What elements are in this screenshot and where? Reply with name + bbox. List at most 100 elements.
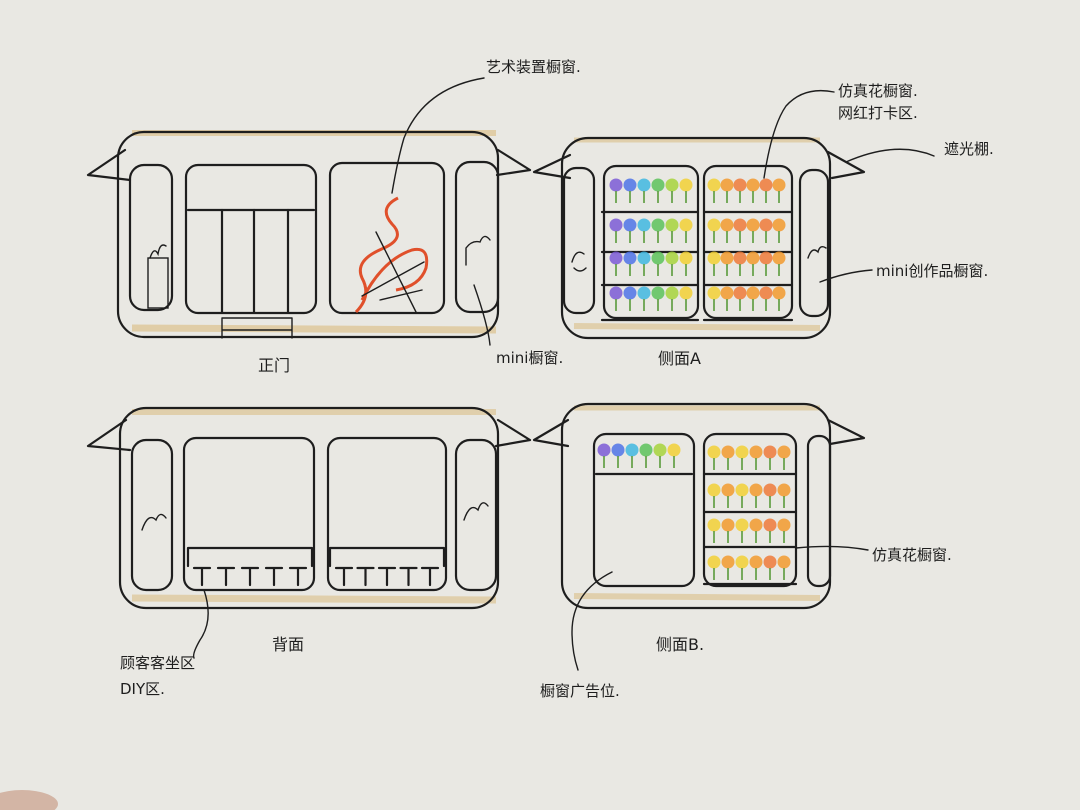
front-art-window-label: 艺术装置橱窗. [486,58,581,76]
flower-icon [651,286,665,311]
flower-icon [609,178,623,203]
stool-icon [334,566,354,587]
finger-shadow [0,790,58,810]
front-art-leader [391,77,485,194]
side-b-flower-leader [795,545,869,551]
side-b-ad-window-label: 橱窗广告位. [540,682,620,700]
flower-icon [720,286,734,311]
back-right-ornament-icon [463,502,489,521]
flower-icon [777,518,791,543]
flower-icon [707,518,721,543]
flower-icon [749,555,763,580]
side-a-mini-leader [819,269,873,283]
flower-icon [597,443,611,468]
stool-icon [288,566,308,587]
front-door-step [221,317,293,339]
flower-icon [763,518,777,543]
flower-icon [611,443,625,468]
side-a-caption: 侧面A [658,349,701,368]
flower-icon [707,178,721,203]
side-a-right-ornament-icon [807,245,827,259]
flower-icon [772,251,786,276]
flower-icon [772,286,786,311]
side-b-flower-shelves [597,443,798,586]
flower-icon [637,251,651,276]
flower-icon [707,286,721,311]
flower-icon [749,445,763,470]
front-left-pillar [128,163,174,312]
art-installation-icon [354,196,429,314]
flower-icon [609,286,623,311]
flower-icon [759,218,773,243]
flower-icon [653,443,667,468]
flower-icon [746,286,760,311]
flower-icon [679,218,693,243]
side-a-facade-outline [560,136,832,340]
front-left-mini-ornament-icon [149,244,167,259]
flower-icon [651,218,665,243]
flower-icon [679,251,693,276]
flower-icon [772,178,786,203]
side-a-left-mini-window [562,166,596,315]
back-left-mini-window [130,438,174,592]
front-right-mini-ornament-icon [465,235,491,266]
flower-icon [707,218,721,243]
front-door-frame [184,163,318,315]
side-a-flower-shelves [600,178,794,322]
flower-icon [665,286,679,311]
flower-icon [720,218,734,243]
flower-icon [721,483,735,508]
flower-icon [665,251,679,276]
flower-icon [763,445,777,470]
front-caption: 正门 [258,356,290,375]
side-a-flower-window-right [702,164,794,320]
flower-icon [609,251,623,276]
front-mini-window [454,160,500,314]
flower-icon [720,178,734,203]
front-door-panels [220,208,290,314]
back-awning-left [86,418,132,452]
flower-icon [735,445,749,470]
flower-icon [763,555,777,580]
flower-icon [667,443,681,468]
stool-icon [399,566,418,587]
flower-icon [651,178,665,203]
back-seating-leader [192,589,209,659]
side-b-awning-right [826,418,866,446]
side-b-caption: 侧面B. [656,635,704,654]
side-a-left-ornament-icon [571,251,587,272]
flower-icon [777,555,791,580]
back-seating-window-right [326,436,448,592]
side-a-right-mini-window [798,168,830,318]
side-b-awning-left [532,418,570,448]
side-b-view: 侧面B. 仿真花橱窗. 橱窗广告位. [532,402,952,700]
flower-icon [733,251,747,276]
side-a-awning-left [532,153,572,180]
side-a-mini-works-label: mini创作品橱窗. [876,262,988,280]
flower-icon [772,218,786,243]
flower-icon [609,218,623,243]
flower-icon [746,178,760,203]
side-a-flower-leader [763,89,835,179]
flower-icon [637,218,651,243]
stool-icon [356,566,375,587]
stool-icon [216,566,236,587]
flower-icon [707,445,721,470]
front-awning-left [86,148,132,182]
flower-icon [721,518,735,543]
back-caption: 背面 [272,635,304,654]
flower-icon [759,286,773,311]
side-b-ad-leader [571,571,613,671]
back-right-mini-window [454,438,498,592]
flower-icon [623,218,637,243]
side-a-awning-leader [845,148,935,163]
back-view: 背面 顾客客坐区 DIY区. [86,406,532,698]
flower-icon [651,251,665,276]
stool-icon [420,566,440,587]
flower-icon [625,443,639,468]
flower-icon [623,178,637,203]
side-a-checkin-label: 网红打卡区. [838,104,918,122]
front-view: 正门 艺术装置橱窗. mini橱窗. [86,58,581,375]
flower-icon [721,555,735,580]
flower-icon [665,178,679,203]
